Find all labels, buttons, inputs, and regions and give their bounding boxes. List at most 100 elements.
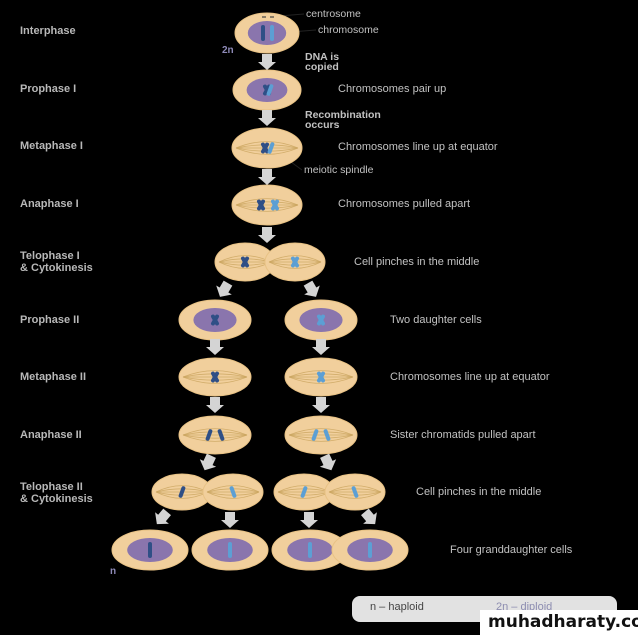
cell bbox=[284, 299, 358, 341]
spindle-fiber bbox=[288, 434, 354, 439]
chromosome bbox=[261, 142, 269, 154]
spindle-fiber bbox=[268, 261, 322, 269]
cell bbox=[178, 299, 252, 341]
chromosome bbox=[228, 542, 232, 558]
cell bbox=[284, 415, 358, 455]
cell bbox=[231, 184, 303, 226]
cell bbox=[284, 357, 358, 397]
spindle-fiber bbox=[288, 376, 354, 384]
desc-anaphase-1: Chromosomes pulled apart bbox=[338, 198, 470, 210]
spindle-fiber bbox=[206, 491, 260, 499]
stage-label-telophase-2-cytokinesis: & Cytokinesis bbox=[20, 493, 93, 505]
chromosome bbox=[317, 314, 325, 326]
cell bbox=[202, 473, 264, 511]
chromosome bbox=[257, 199, 265, 211]
cell bbox=[273, 473, 335, 511]
callout-recombination-1: Recombination bbox=[305, 109, 381, 121]
arrow-icon bbox=[258, 110, 276, 126]
spindle-fiber bbox=[268, 255, 322, 263]
ploidy-2n: 2n bbox=[222, 45, 234, 56]
stage-label-telophase-1-cytokinesis: & Cytokinesis bbox=[20, 262, 93, 274]
arrow-icon bbox=[258, 169, 276, 185]
chromosome bbox=[351, 486, 359, 498]
spindle-fiber bbox=[182, 370, 248, 378]
cell bbox=[264, 242, 326, 282]
cell bbox=[231, 127, 303, 169]
callout-chromosome: chromosome bbox=[318, 24, 379, 36]
chromosome bbox=[148, 542, 152, 558]
spindle-fiber bbox=[182, 428, 248, 436]
chromosome bbox=[267, 142, 275, 154]
callout-dna-copied-2: copied bbox=[305, 61, 339, 73]
cell bbox=[271, 529, 349, 571]
spindle-fiber bbox=[288, 370, 354, 378]
desc-metaphase-2: Chromosomes line up at equator bbox=[390, 371, 550, 383]
arrow-icon bbox=[155, 508, 171, 525]
arrow-icon bbox=[258, 227, 276, 243]
chromosome bbox=[241, 256, 249, 268]
cell bbox=[111, 529, 189, 571]
chromosome bbox=[291, 256, 299, 268]
chromosome bbox=[211, 314, 219, 326]
arrow-icon bbox=[206, 397, 224, 413]
spindle-fiber bbox=[182, 376, 248, 384]
cell bbox=[324, 473, 386, 511]
chromosome bbox=[308, 542, 312, 558]
spindle-fiber bbox=[288, 428, 354, 436]
chromosome bbox=[205, 429, 213, 441]
chromosome bbox=[368, 542, 372, 558]
cell bbox=[331, 529, 409, 571]
arrow-icon bbox=[319, 453, 337, 471]
spindle-fiber bbox=[235, 204, 299, 209]
callout-meiotic-spindle: meiotic spindle bbox=[304, 164, 374, 176]
cell bbox=[178, 415, 252, 455]
stage-label-anaphase-1: Anaphase I bbox=[20, 198, 79, 210]
stage-label-metaphase-2: Metaphase II bbox=[20, 371, 86, 383]
spindle-fiber bbox=[206, 485, 260, 493]
stage-label-prophase-1: Prophase I bbox=[20, 83, 76, 95]
stage-label-prophase-2: Prophase II bbox=[20, 314, 79, 326]
arrow-icon bbox=[312, 397, 330, 413]
arrow-icon bbox=[216, 280, 233, 297]
callout-centrosome: centrosome bbox=[306, 8, 361, 20]
chromosome bbox=[211, 371, 219, 383]
spindle-fiber bbox=[235, 198, 299, 206]
cell bbox=[232, 69, 302, 111]
arrow-icon bbox=[199, 453, 217, 471]
legend-haploid: n – haploid bbox=[370, 601, 424, 613]
chromosome bbox=[323, 429, 331, 441]
stage-label-interphase: Interphase bbox=[20, 25, 76, 37]
chromosome bbox=[261, 25, 265, 41]
chromosome bbox=[317, 371, 325, 383]
arrow-icon bbox=[221, 512, 239, 528]
chromosome bbox=[311, 429, 319, 441]
chromosome bbox=[266, 84, 274, 96]
cell bbox=[178, 357, 252, 397]
stage-label-telophase-1: Telophase I bbox=[20, 250, 80, 262]
spindle-fiber bbox=[182, 434, 248, 439]
desc-anaphase-2: Sister chromatids pulled apart bbox=[390, 429, 536, 441]
chromosome bbox=[217, 429, 225, 441]
desc-prophase-1: Chromosomes pair up bbox=[338, 83, 446, 95]
spindle-fiber bbox=[182, 434, 248, 442]
arrow-icon bbox=[361, 508, 377, 525]
arrow-icon bbox=[303, 280, 320, 297]
arrow-icon bbox=[312, 339, 330, 355]
spindle-fiber bbox=[288, 434, 354, 442]
arrow-icon bbox=[300, 512, 318, 528]
chromosome bbox=[271, 199, 279, 211]
spindle-fiber bbox=[235, 147, 299, 155]
desc-telophase-2: Cell pinches in the middle bbox=[416, 486, 541, 498]
chromosome bbox=[229, 486, 237, 498]
nucleus bbox=[247, 21, 287, 45]
chromosome bbox=[178, 486, 186, 498]
desc-metaphase-1: Chromosomes line up at equator bbox=[338, 141, 498, 153]
cell bbox=[234, 12, 300, 54]
desc-prophase-2: Two daughter cells bbox=[390, 314, 482, 326]
chromosome bbox=[300, 486, 308, 498]
spindle-fiber bbox=[235, 204, 299, 212]
desc-granddaughter: Four granddaughter cells bbox=[450, 544, 573, 556]
arrow-icon bbox=[258, 54, 276, 70]
chromosome bbox=[270, 25, 274, 41]
